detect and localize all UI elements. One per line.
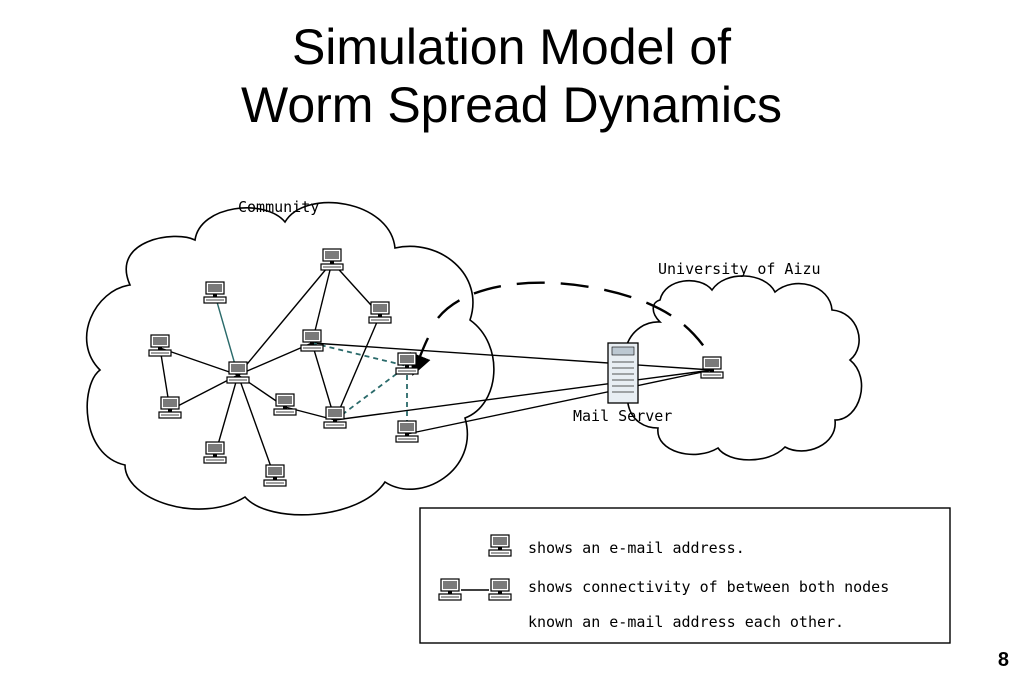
computer-icon [203,281,227,304]
computer-icon [158,396,182,419]
computer-icon [395,420,419,443]
slide-title: Simulation Model of Worm Spread Dynamics [0,18,1023,134]
legend-item-address: shows an e-mail address. [528,539,745,557]
computer-icon [203,441,227,464]
computer-icon [300,329,324,352]
computer-icon [273,393,297,416]
computer-icon [226,361,250,384]
legend-box [419,507,951,644]
community-university-arc [437,281,711,356]
computer-icon [488,578,512,601]
computer-icon [368,301,392,324]
legend-item-connectivity-line1: shows connectivity of between both nodes [528,578,889,596]
computer-icon [148,334,172,357]
community-label: Community [238,198,319,216]
computer-icon [263,464,287,487]
computer-icon [395,352,419,375]
mail-server-label: Mail Server [573,407,672,425]
legend-item-connectivity-line2: known an e-mail address each other. [528,613,844,631]
university-label: University of Aizu [658,260,821,278]
computer-icon [488,534,512,557]
mail-server-icon [607,342,639,404]
computer-icon [323,406,347,429]
page-number: 8 [997,649,1009,671]
title-line-2: Worm Spread Dynamics [241,77,782,133]
computer-icon [320,248,344,271]
computer-icon [700,356,724,379]
title-line-1: Simulation Model of [291,19,732,75]
computer-icon [438,578,462,601]
university-cloud [623,275,863,461]
community-cloud [85,201,495,516]
